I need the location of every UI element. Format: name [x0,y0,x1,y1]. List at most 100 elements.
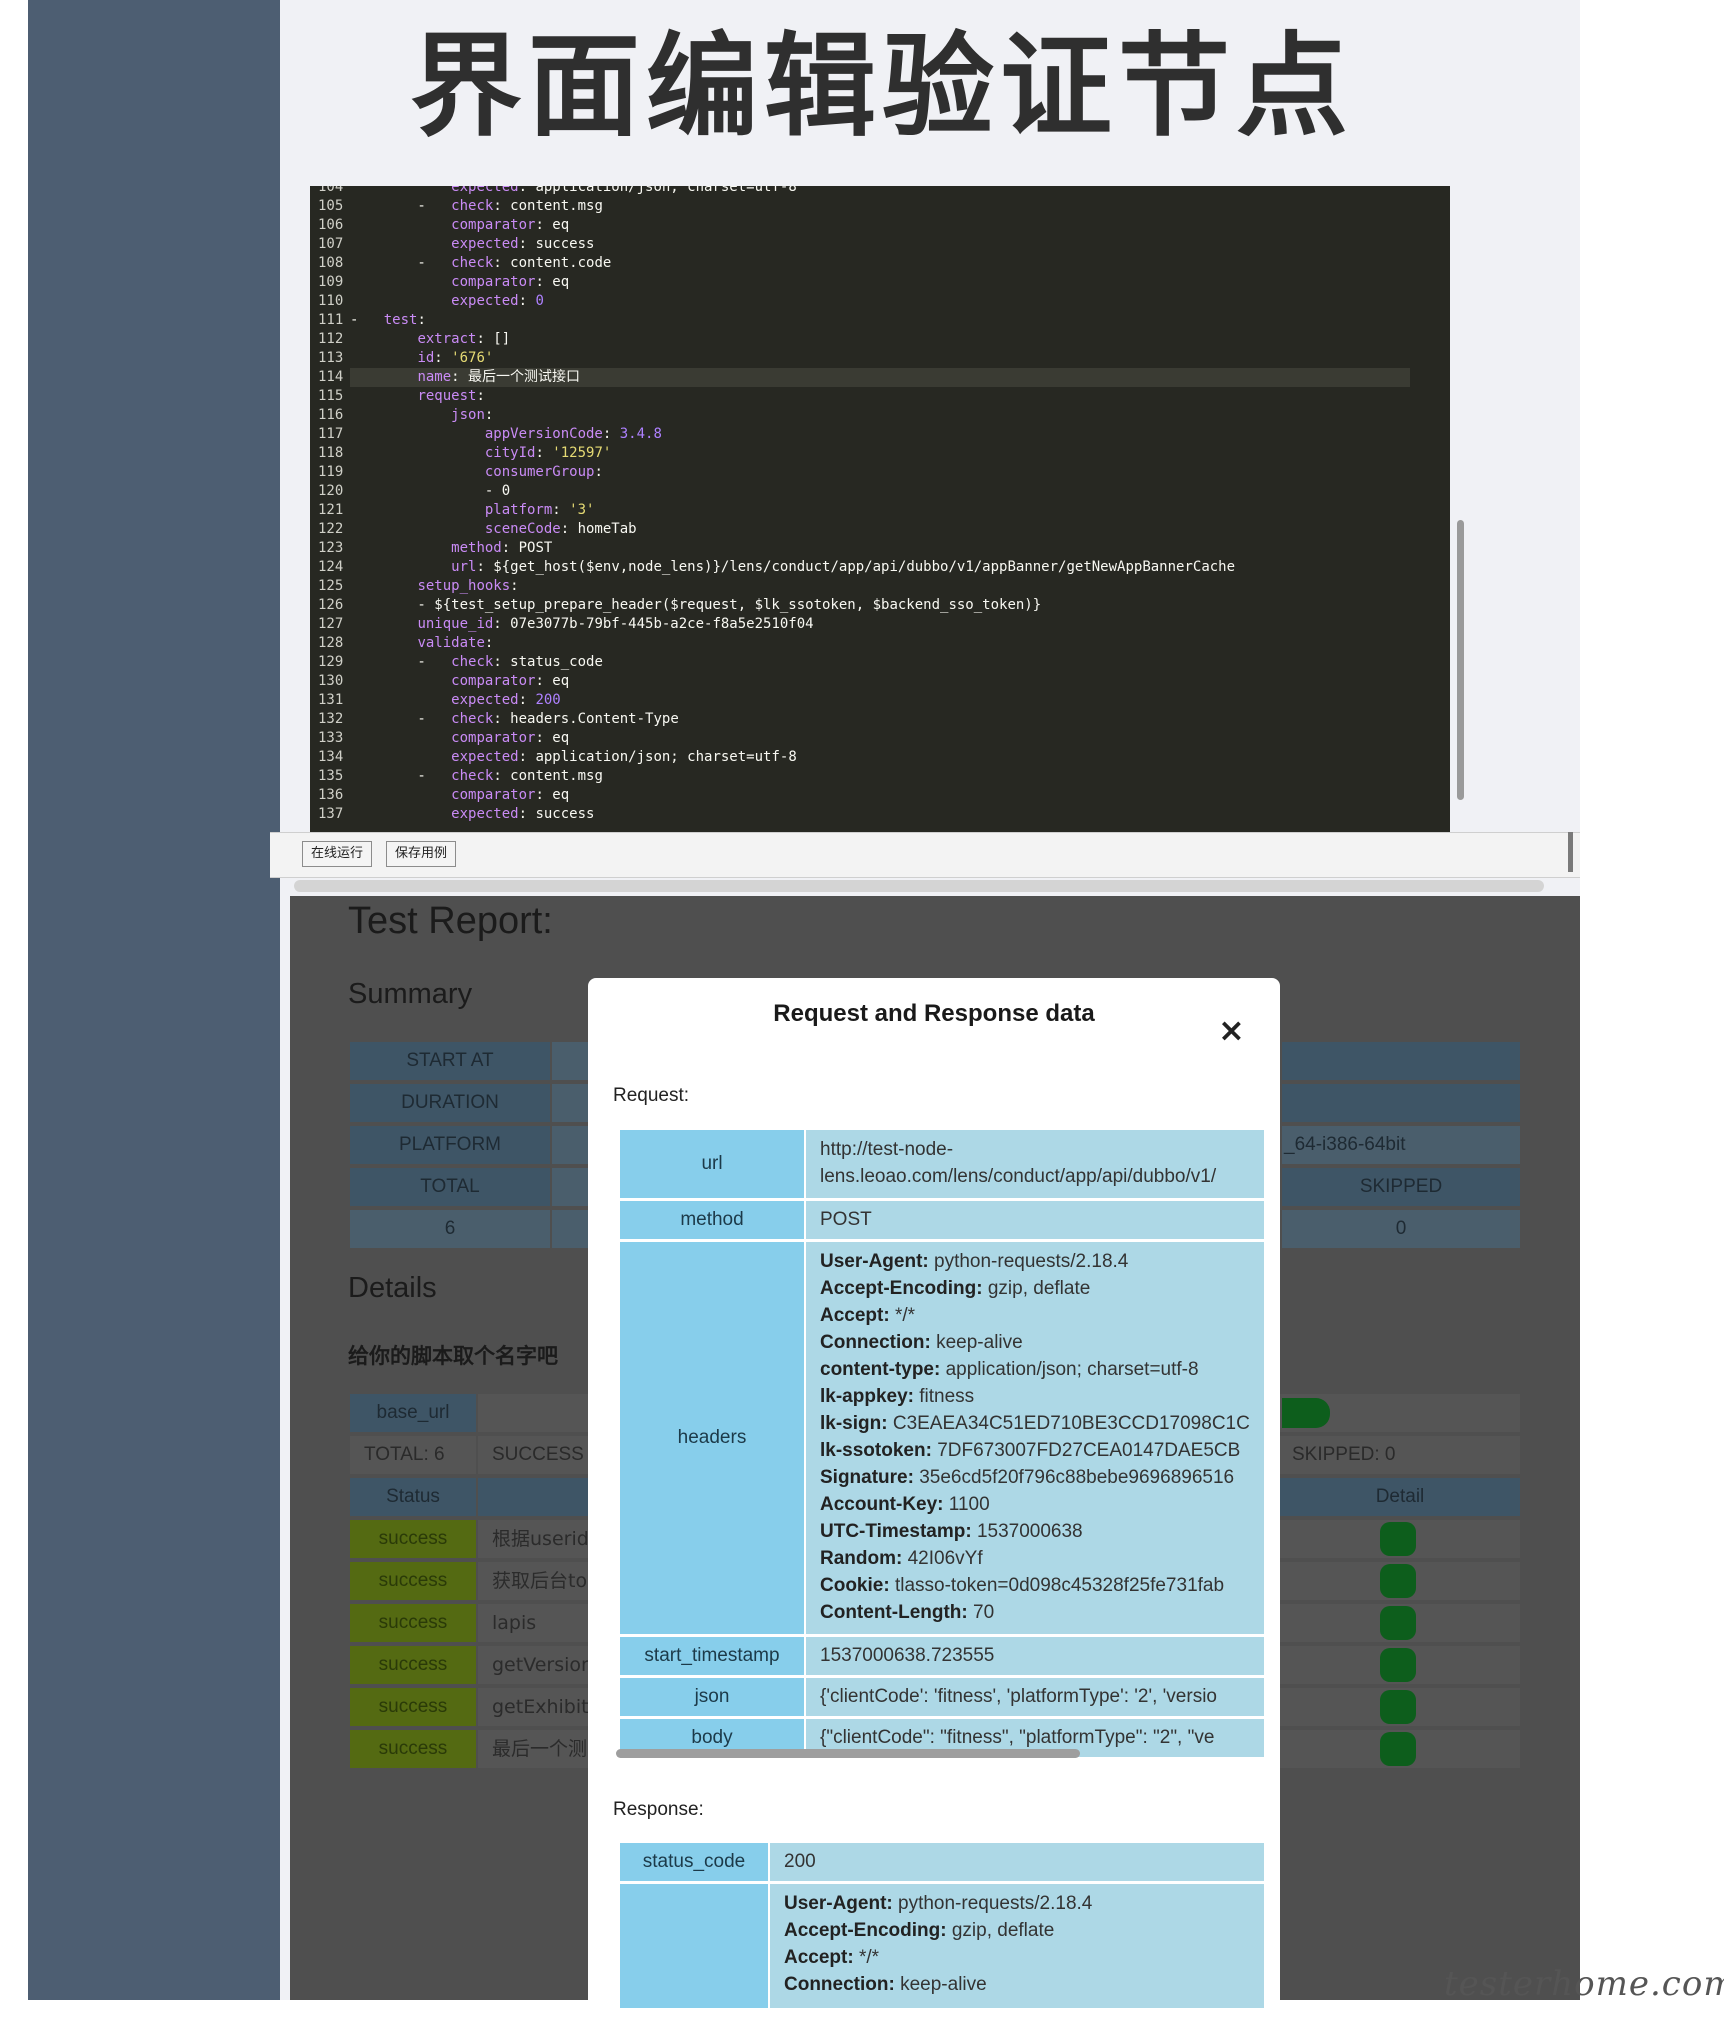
code-line[interactable]: url: ${get_host($env,node_lens)}/lens/co… [451,559,1236,575]
summary-right-cell [1282,1084,1520,1122]
toggle-pill[interactable] [1282,1398,1330,1428]
row-detail-button[interactable] [1380,1606,1416,1640]
name-column-header [478,1478,588,1516]
code-line[interactable]: - check: content.msg [350,198,603,214]
row-detail-button[interactable] [1380,1690,1416,1724]
summary-skipped-header: SKIPPED [1282,1168,1520,1206]
header-line: Account-Key: 1100 [820,1494,990,1515]
code-line[interactable]: - test: [350,312,426,328]
code-line[interactable]: setup_hooks: [417,578,519,594]
run-online-button[interactable]: 在线运行 [302,841,373,867]
line-number: 118 [318,445,344,461]
summary-label-duration: DURATION [350,1084,550,1122]
line-number: 132 [318,711,344,727]
line-number: 116 [318,407,344,423]
code-line[interactable]: comparator: eq [451,217,570,233]
line-number: 122 [318,521,344,537]
row-name: getExhibit [478,1688,588,1726]
close-icon[interactable]: × [1218,1011,1245,1049]
code-line[interactable]: unique_id: 07e3077b-79bf-445b-a2ce-f8a5e… [417,616,814,632]
code-line[interactable]: - check: status_code [350,654,603,670]
line-number: 115 [318,388,344,404]
code-line[interactable]: comparator: eq [451,274,570,290]
summary-label-platform: PLATFORM [350,1126,550,1164]
row-detail-button[interactable] [1380,1732,1416,1766]
code-line[interactable]: platform: '3' [484,502,595,518]
row-status: success [350,1562,476,1600]
response-label: Response: [613,1799,704,1820]
modal-title: Request and Response data [773,1000,1095,1027]
code-line[interactable]: expected: 0 [451,293,544,309]
status-column-header: Status [350,1478,476,1516]
row-detail-button[interactable] [1380,1564,1416,1598]
line-number: 108 [318,255,344,271]
code-line[interactable]: - check: content.msg [350,768,603,784]
header-line: User-Agent: python-requests/2.18.4 [784,1893,1093,1914]
detail-column-header: Detail [1280,1478,1520,1516]
line-number: 136 [318,787,344,803]
code-line[interactable]: expected: success [451,236,595,252]
code-line[interactable]: - check: headers.Content-Type [350,711,679,727]
code-line[interactable]: expected: 200 [451,692,561,708]
response-headers-key [620,1884,768,2008]
line-number: 137 [318,806,344,822]
line-number: 124 [318,559,344,575]
code-line[interactable]: - ${test_setup_prepare_header($request, … [350,597,1042,613]
code-line[interactable]: sceneCode: homeTab [484,521,637,537]
summary-skipped-value: 0 [1282,1210,1520,1248]
header-line: Content-Length: 70 [820,1602,995,1623]
code-line[interactable]: - check: content.code [350,255,612,271]
modal-horizontal-scrollbar[interactable] [616,1749,1080,1758]
line-number: 104 [318,186,344,195]
row-detail-button[interactable] [1380,1522,1416,1556]
code-line[interactable]: name: 最后一个测试接口 [350,368,1410,387]
code-line[interactable]: consumerGroup: [484,464,603,480]
code-line[interactable]: comparator: eq [451,673,570,689]
line-number: 123 [318,540,344,556]
line-number: 125 [318,578,344,594]
line-number: 128 [318,635,344,651]
line-number: 106 [318,217,344,233]
summary-label-start-at: START AT [350,1042,550,1080]
header-line: User-Agent: python-requests/2.18.4 [820,1251,1129,1272]
save-case-button[interactable]: 保存用例 [386,841,457,867]
code-line[interactable]: expected: success [451,806,595,822]
header-line: UTC-Timestamp: 1537000638 [820,1521,1083,1542]
code-line[interactable]: json: [451,407,494,423]
line-number: 119 [318,464,344,480]
code-line[interactable]: validate: [417,635,494,651]
line-number: 112 [318,331,344,347]
yaml-code-editor[interactable]: 104 expected: application/json; charset=… [310,186,1450,834]
header-line: Connection: keep-alive [784,1974,987,1995]
code-line[interactable]: request: [417,388,485,404]
code-line[interactable]: comparator: eq [451,787,570,803]
header-line: Accept-Encoding: gzip, deflate [784,1920,1055,1941]
editor-vertical-scrollbar[interactable] [1457,520,1464,800]
toolbar-scrollbar[interactable] [1568,832,1573,872]
header-line: Cookie: tlasso-token=0d098c45328f25fe731… [820,1575,1225,1596]
horizontal-scrollbar[interactable] [294,880,1544,892]
code-line[interactable]: method: POST [451,540,553,556]
row-detail-button[interactable] [1380,1648,1416,1682]
summary-heading: Summary [348,978,473,1010]
watermark: testerhome.com [1444,1964,1724,2004]
method-key: method [620,1201,804,1239]
code-line[interactable]: appVersionCode: 3.4.8 [484,426,662,442]
row-name: 最后一个测 [478,1730,588,1768]
row-status: success [350,1520,476,1558]
code-line[interactable]: - 0 [350,483,511,499]
editor-toolbar [270,832,1580,878]
code-line[interactable]: comparator: eq [451,730,570,746]
code-line[interactable]: id: '676' [417,350,494,366]
summary-platform-value: _64-i386-64bit [1282,1126,1520,1164]
start-timestamp-value: 1537000638.723555 [806,1637,1264,1675]
code-line[interactable]: expected: application/json; charset=utf-… [451,749,797,765]
line-number: 110 [318,293,344,309]
row-status: success [350,1688,476,1726]
code-line[interactable]: expected: application/json; charset=utf-… [451,186,797,195]
suite-name: 给你的脚本取个名字吧 [348,1344,558,1368]
left-sidebar [28,0,280,2000]
code-line[interactable]: cityId: '12597' [484,445,612,461]
code-line[interactable]: extract: [] [417,331,511,347]
